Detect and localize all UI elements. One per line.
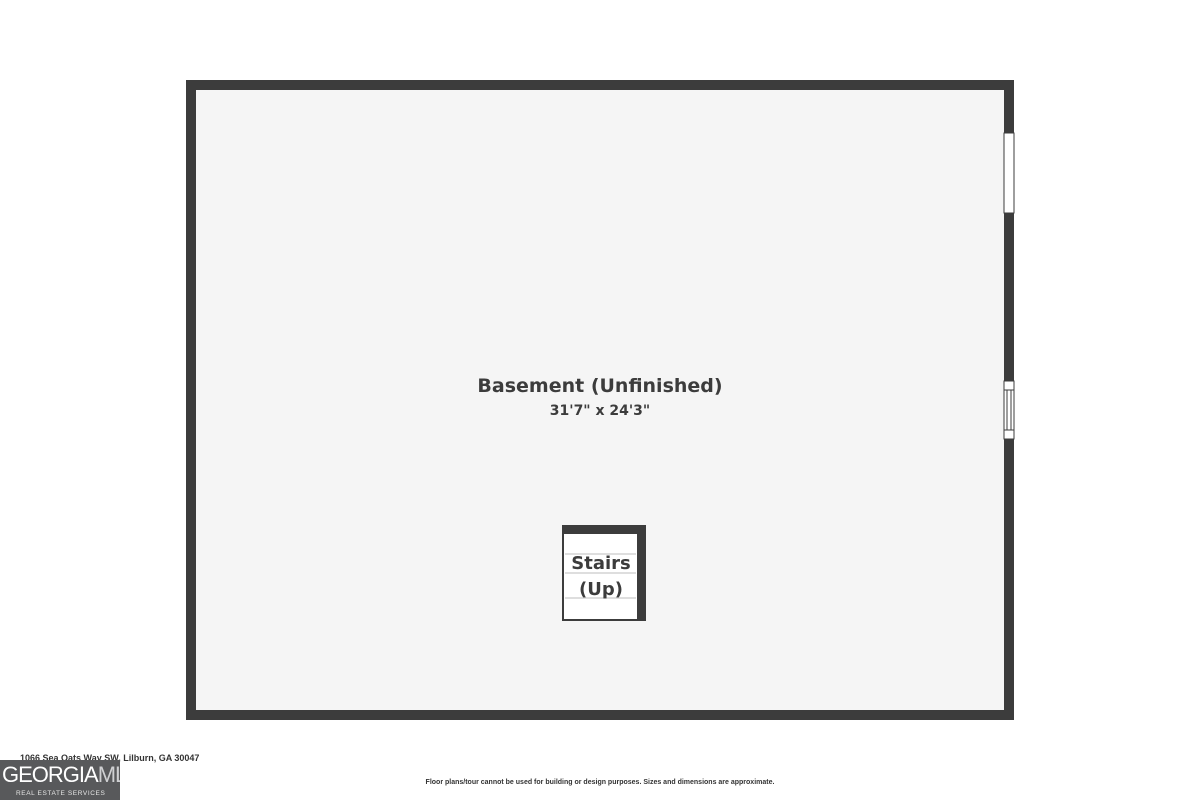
wall-right-segment-1 (1004, 80, 1014, 133)
stairs: Stairs (Up) (562, 525, 646, 621)
stairs-label: Stairs (571, 553, 630, 574)
logo-wordmark-dark: GEORGIA (2, 762, 99, 787)
wall-right-segment-3 (1004, 439, 1014, 720)
stair-treads (565, 553, 636, 599)
door-right (1003, 380, 1015, 440)
window-upper (1003, 132, 1015, 214)
exterior-walls (186, 80, 1014, 720)
floor-plan-disclaimer: Floor plans/tour cannot be used for buil… (425, 779, 775, 786)
logo-wordmark-light: MLS (97, 762, 120, 787)
wall-right-segment-2 (1004, 213, 1014, 381)
logo-wordmark: GEORGIAMLS (2, 762, 120, 788)
wall-top (186, 80, 1014, 90)
basement-room-name: Basement (Unfinished) (477, 375, 722, 397)
georgia-mls-logo: GEORGIAMLS REAL ESTATE SERVICES (0, 760, 120, 800)
wall-left (186, 80, 196, 720)
basement-room-dimensions: 31'7" x 24'3" (550, 403, 650, 419)
stairs-direction-label: (Up) (579, 579, 623, 600)
property-address: 1066 Sea Oats Way SW, Lilburn, GA 30047 (20, 753, 200, 763)
wall-bottom (186, 710, 1014, 720)
logo-tagline: REAL ESTATE SERVICES (16, 790, 106, 797)
